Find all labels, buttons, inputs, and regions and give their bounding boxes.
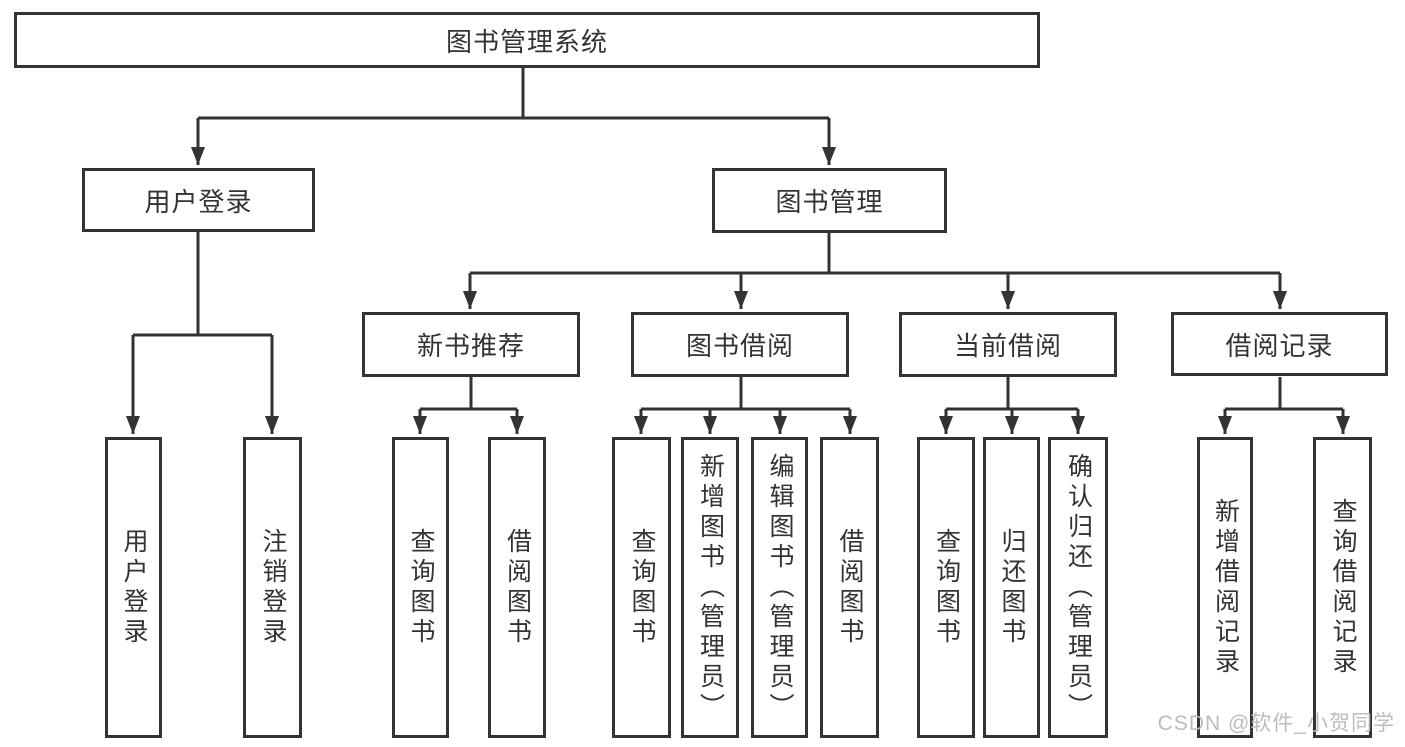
leaf-add-book-admin: 新增图书（管理员） — [681, 437, 739, 738]
leaf-borrow-books-borrowing: 借阅图书 — [820, 437, 879, 738]
leaf-query-books-recommend: 查询图书 — [392, 437, 449, 738]
node-book-management: 图书管理 — [712, 168, 947, 233]
leaf-edit-book-admin: 编辑图书（管理员） — [751, 437, 808, 738]
node-borrowing-records: 借阅记录 — [1171, 312, 1388, 376]
leaf-confirm-return-admin: 确认归还（管理员） — [1048, 437, 1108, 738]
leaf-query-borrow-record: 查询借阅记录 — [1313, 437, 1372, 738]
leaf-logout: 注销登录 — [243, 437, 302, 738]
node-current-borrowing: 当前借阅 — [899, 312, 1117, 377]
connector-new-book-recommendation — [413, 377, 524, 434]
leaf-add-borrow-record: 新增借阅记录 — [1197, 437, 1253, 738]
connector-book-management — [463, 233, 1287, 309]
connector-borrowing-records — [1218, 377, 1350, 434]
node-new-book-recommendation: 新书推荐 — [362, 312, 580, 377]
node-library-system: 图书管理系统 — [14, 12, 1040, 68]
node-book-borrowing: 图书借阅 — [631, 312, 849, 377]
leaf-query-books-borrowing: 查询图书 — [612, 437, 671, 738]
connector-current-borrowing — [939, 377, 1085, 434]
connector-root — [191, 68, 836, 165]
connector-user-login — [126, 232, 279, 434]
leaf-query-books-current: 查询图书 — [917, 437, 975, 738]
leaf-user-login: 用户登录 — [105, 437, 162, 738]
node-user-login: 用户登录 — [82, 168, 315, 232]
csdn-watermark: CSDN @软件_小贺同学 — [1157, 712, 1395, 735]
connector-book-borrowing — [634, 377, 857, 434]
leaf-borrow-books-recommend: 借阅图书 — [488, 437, 546, 738]
leaf-return-books: 归还图书 — [983, 437, 1040, 738]
